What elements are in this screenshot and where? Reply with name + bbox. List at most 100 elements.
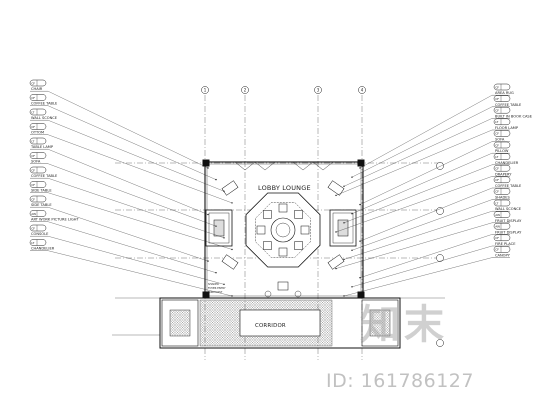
lounge-chair <box>300 225 310 235</box>
corridor-runner <box>239 309 321 337</box>
corner-chair <box>221 180 239 196</box>
tag-bubble <box>493 234 511 242</box>
callout-tag: CF SIDE TABLE <box>29 181 233 251</box>
tag-key: CF <box>495 143 499 147</box>
tag-key: LT <box>31 110 34 114</box>
tag-key: CF <box>495 132 499 136</box>
tag-bubble <box>29 79 47 87</box>
tag-label: SOFA <box>31 160 41 164</box>
tag-label: FIRE PLACE <box>495 242 516 246</box>
lounge-chair <box>256 225 266 235</box>
leader-dot <box>343 222 345 224</box>
watermark-id: ID: 161786127 <box>326 370 474 392</box>
callout-tag: CF SHADES <box>351 188 510 251</box>
tag-key: LT <box>495 120 498 124</box>
leader-line <box>359 141 493 205</box>
leader-dot <box>343 185 345 187</box>
callout-tag: CF COFFEE TABLE <box>29 166 225 239</box>
leader-dot <box>231 202 233 204</box>
leader-dot <box>231 295 233 297</box>
tag-bubble <box>29 195 47 203</box>
tag-bubble <box>29 181 47 188</box>
lounge-chair <box>278 203 288 213</box>
coffee-table <box>337 219 349 237</box>
corridor-label: CORRIDOR <box>255 323 286 329</box>
tag-label: CHANDELIER <box>495 161 519 165</box>
leader-dot <box>215 225 217 227</box>
tag-label: FRUIT DISPLAY <box>495 230 522 234</box>
tag-bubble <box>493 106 511 114</box>
leader-dot <box>351 213 353 215</box>
leader-dot <box>335 267 337 270</box>
tag-label: FLOOR LAMP <box>495 126 519 130</box>
leader-line <box>47 178 225 238</box>
leader-dot <box>351 286 353 288</box>
tag-bubble <box>29 123 47 130</box>
leader-dot <box>223 237 225 239</box>
tag-key: CF <box>495 178 499 182</box>
leader-line <box>47 105 217 180</box>
lounge-chair <box>294 241 303 250</box>
leader-line <box>47 149 209 215</box>
leader-line <box>47 236 225 285</box>
tag-bubble <box>29 94 47 101</box>
tag-label: BUILT IN BOOK CASE <box>495 114 533 118</box>
tag-bubble <box>29 137 47 145</box>
axis-bubble <box>436 254 444 262</box>
tag-key: CF <box>31 183 35 187</box>
tag-label: SHADES <box>495 196 510 200</box>
axis-bubble <box>241 86 249 94</box>
tag-label: CANOPY <box>495 254 511 258</box>
tag-label: COFFEE TABLE <box>31 102 58 106</box>
corner-chair <box>327 254 345 270</box>
tag-label: COFFEE TABLE <box>31 174 58 178</box>
tag-key: CF <box>495 248 499 252</box>
leader-line <box>47 91 209 169</box>
tag-key: CF <box>495 190 499 194</box>
tag-label: SOFA <box>495 138 505 142</box>
leader-line <box>343 211 493 260</box>
tag-bubble <box>493 130 511 137</box>
leader-dot <box>359 167 361 169</box>
tag-bubble <box>493 246 511 253</box>
tag-label: OTTOM <box>31 131 44 135</box>
tag-key: CF <box>31 226 35 230</box>
leader-dot <box>231 248 233 251</box>
entry-table <box>277 281 289 291</box>
tag-bubble <box>493 176 511 184</box>
tag-label: PILLOW <box>495 149 509 153</box>
tag-label: SIDE TABLE <box>31 203 52 207</box>
leader-line <box>47 221 217 273</box>
octagon-rug <box>255 202 311 258</box>
tag-bubble <box>29 239 47 246</box>
side-stool <box>294 290 302 298</box>
leader-dot <box>223 190 225 192</box>
callout-tag: CF SOFA <box>29 152 217 227</box>
tag-label: FRUIT DISPLAY <box>495 219 522 223</box>
leader-dot <box>351 249 353 251</box>
tag-key: LT <box>31 241 34 245</box>
callout-tag: LT FLOOR LAMP <box>335 118 519 197</box>
tag-key: CF <box>495 167 499 171</box>
leader-line <box>47 250 233 297</box>
tag-bubble <box>493 118 511 126</box>
lounge-chair <box>294 210 303 219</box>
room-label: LOBBY LOUNGE <box>258 184 311 192</box>
tag-bubble <box>29 210 47 217</box>
leader-line <box>335 222 493 269</box>
leader-dot <box>207 213 209 216</box>
tag-key: CF <box>495 85 499 89</box>
callout-tag: CF SIDE TABLE <box>29 195 209 262</box>
leader-line <box>359 187 493 242</box>
room-labels: LOBBY LOUNGE CORRIDOR SHADED FOYER ENTRY… <box>208 184 311 329</box>
tag-key: AW <box>31 212 36 216</box>
